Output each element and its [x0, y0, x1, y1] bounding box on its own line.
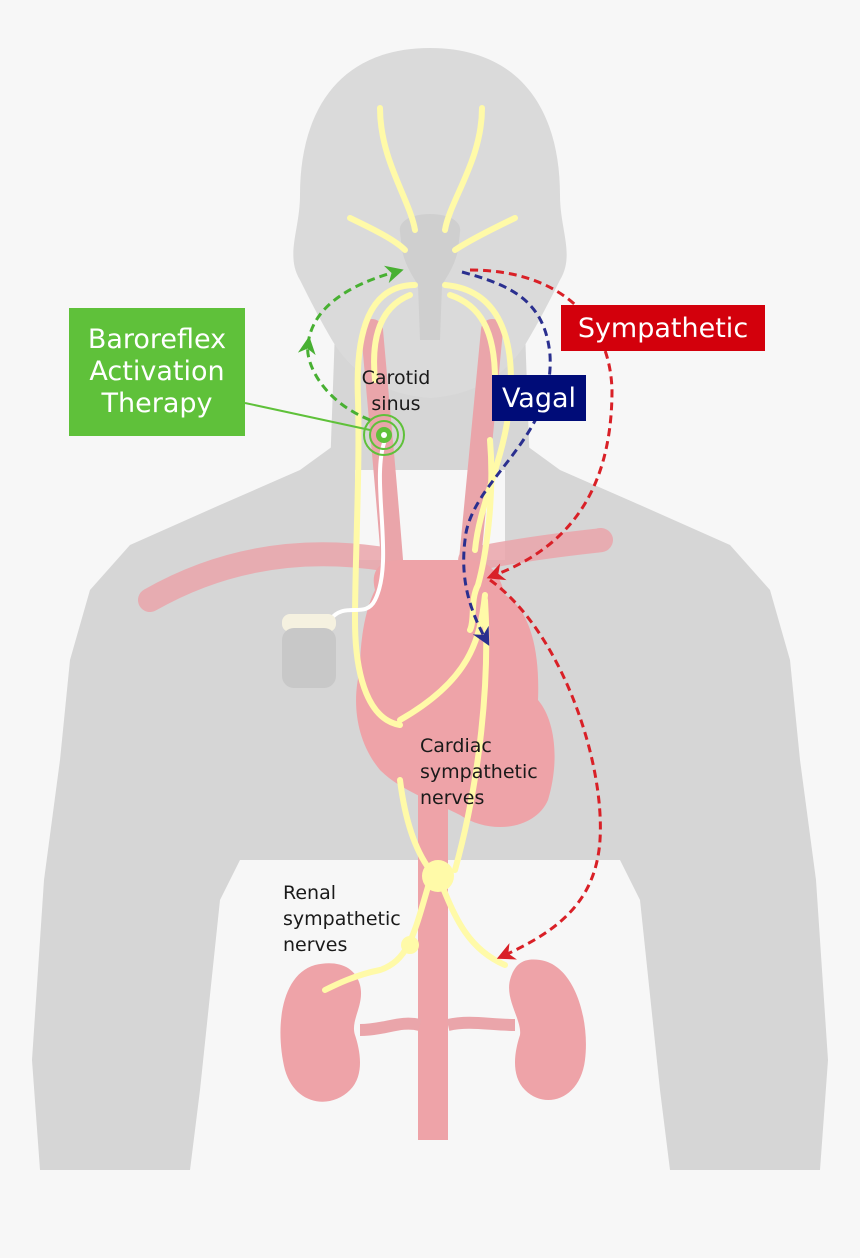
- vagal-arrow: [461, 270, 552, 646]
- baroreflex-activation-therapy-box: Baroreflex Activation Therapy: [69, 308, 245, 436]
- renal-ganglion: [401, 936, 419, 954]
- brain-nerve-left-lower: [347, 215, 408, 253]
- right-vagus-branch: [447, 292, 498, 383]
- brain-nerve-left: [377, 105, 418, 233]
- arrows: [244, 265, 614, 960]
- baroreflex-arrow: [297, 265, 404, 422]
- left-kidney: [280, 963, 362, 1102]
- device-header: [282, 614, 336, 632]
- renal-trunk-left: [397, 777, 433, 873]
- carotid-sinus-label: Carotid sinus: [361, 367, 431, 415]
- right-subclavian-artery: [458, 528, 613, 572]
- right-carotid-artery: [459, 319, 503, 571]
- right-renal-artery: [446, 1016, 516, 1031]
- aorta-shape: [418, 780, 448, 1140]
- sympathetic-box: Sympathetic: [561, 305, 765, 351]
- concentric-circles-icon: [363, 414, 405, 456]
- renal-branch-right: [437, 877, 508, 968]
- celiac-ganglion: [422, 860, 454, 892]
- renal-branch-left: [322, 877, 433, 993]
- cardiac-nerves-label: Cardiac sympathetic nerves: [420, 735, 538, 809]
- pulse-generator-icon: [282, 614, 336, 688]
- heart-shape: [356, 560, 555, 827]
- device-body: [282, 628, 336, 688]
- brain-nerve-right-lower: [452, 215, 518, 253]
- renal-nerves-label: Renal sympathetic nerves: [283, 882, 401, 956]
- carotid-lead-wire: [328, 438, 387, 622]
- vagal-box: Vagal: [492, 375, 586, 421]
- baroreflex-pointer: [244, 402, 371, 431]
- brain-nerve-right: [442, 105, 485, 233]
- right-kidney: [509, 959, 586, 1100]
- ganglia: [401, 860, 454, 954]
- sympathetic-arrow-heart: [469, 268, 614, 581]
- left-renal-artery: [359, 1017, 422, 1036]
- brainstem-shape: [399, 214, 461, 340]
